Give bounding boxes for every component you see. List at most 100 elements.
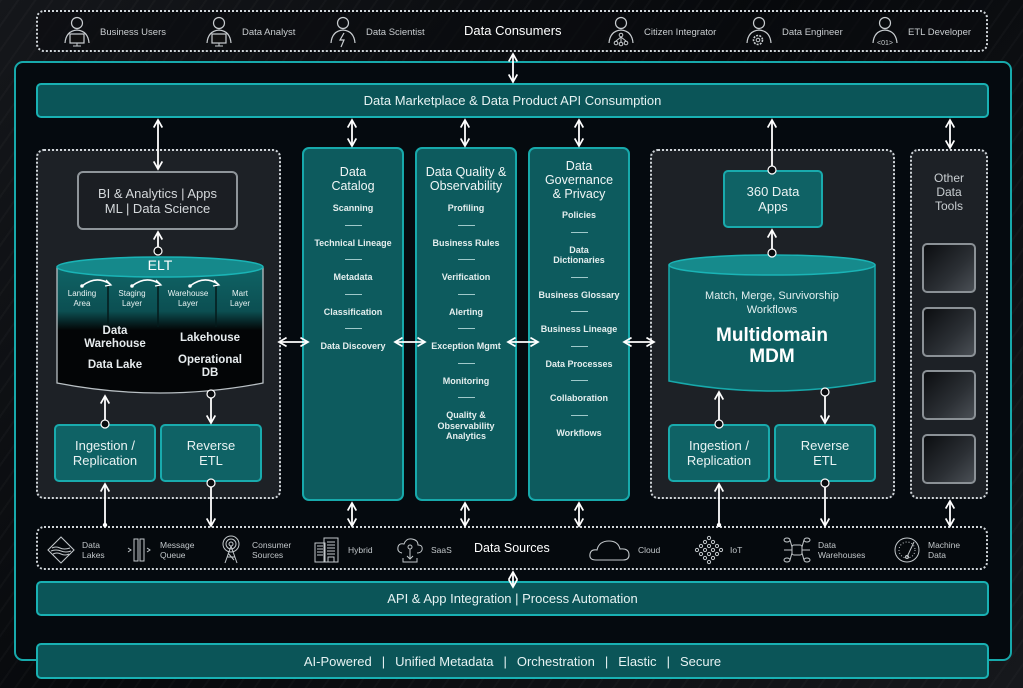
quality-item: Business Rules [432, 237, 500, 248]
ingestion-line2: Replication [72, 453, 138, 468]
source-label: IoT [730, 545, 743, 555]
separator [457, 397, 475, 398]
tool-tile[interactable] [922, 370, 976, 420]
separator [457, 259, 475, 260]
separator [570, 345, 588, 347]
ingestion-line1: Ingestion / [688, 438, 749, 453]
elt-cylinder-shape [56, 256, 264, 394]
tool-tile[interactable] [922, 243, 976, 293]
governance-item: Data Dictionaries [553, 244, 605, 266]
consumer-label: Data Engineer [782, 26, 843, 38]
iot-grid-icon [694, 535, 724, 565]
source-label: Cloud [638, 545, 661, 555]
reverse-etl-line2: ETL [199, 453, 223, 468]
consumer-label: Data Analyst [242, 26, 296, 38]
ingestion-line1: Ingestion / [74, 438, 135, 453]
api-integration-bar[interactable]: API & App Integration | Process Automati… [36, 581, 989, 616]
separator [457, 224, 475, 226]
data-consumers-strip: Business Users Data Analyst Data Scienti… [36, 10, 988, 52]
footer-separator: | [604, 653, 609, 669]
tool-tile[interactable] [922, 307, 976, 357]
footer-item: Unified Metadata [395, 653, 494, 669]
ingestion-replication-left[interactable]: Ingestion /Replication [54, 424, 156, 482]
separator [570, 311, 588, 312]
svg-text:<01>: <01> [877, 40, 893, 47]
consumers-title: Data Consumers [464, 23, 562, 38]
ingestion-replication-right[interactable]: Ingestion /Replication [668, 424, 770, 482]
separator [570, 414, 588, 416]
buildings-icon [314, 537, 339, 563]
consumer-label: Data Scientist [366, 26, 425, 38]
catalog-item: Metadata [333, 272, 373, 282]
person-gear-icon [746, 16, 772, 46]
separator [457, 293, 475, 295]
person-code-icon: <01> [872, 16, 898, 47]
tool-tile[interactable] [922, 434, 976, 484]
person-monitor-icon [206, 16, 232, 47]
store-lakehouse: Lakehouse [179, 332, 241, 344]
source-cloud[interactable]: Cloud [588, 535, 660, 565]
source-saas[interactable]: SaaS [395, 535, 452, 565]
data-quality-column[interactable]: Data Quality &Observability Profiling Bu… [415, 147, 517, 501]
consumer-data-engineer[interactable]: Data Engineer [744, 16, 843, 48]
consumer-etl-developer[interactable]: <01> ETL Developer [870, 16, 971, 48]
person-lightning-icon [330, 16, 356, 48]
quality-item: Monitoring [442, 375, 490, 386]
store-data-lake: Data Lake [87, 359, 143, 371]
footer-separator: | [503, 653, 507, 669]
separator [457, 362, 475, 364]
separator [457, 328, 475, 329]
consumer-data-analyst[interactable]: Data Analyst [204, 16, 295, 48]
consumer-business-users[interactable]: Business Users [62, 16, 166, 48]
quality-item: Exception Mgmt [431, 341, 501, 351]
separator [570, 231, 588, 233]
catalog-item: Technical Lineage [314, 237, 392, 248]
catalog-item: Classification [323, 306, 383, 317]
api-bar-label: API & App Integration | Process Automati… [387, 591, 638, 606]
data-marketplace-bar[interactable]: Data Marketplace & Data Product API Cons… [36, 83, 989, 118]
governance-item: Business Glossary [538, 289, 620, 300]
consumer-citizen-integrator[interactable]: Citizen Integrator [606, 16, 716, 48]
bi-line1: BI & Analytics | Apps [98, 185, 217, 201]
consumer-label: Citizen Integrator [644, 26, 717, 38]
separator [344, 259, 362, 260]
gauge-icon [894, 537, 920, 563]
catalog-item: Data Discovery [320, 341, 386, 351]
source-iot[interactable]: IoT [694, 535, 742, 565]
source-hybrid[interactable]: Hybrid [312, 535, 373, 565]
antenna-tower-icon [222, 535, 240, 564]
governance-item: Workflows [556, 427, 602, 438]
reverse-etl-line1: Reverse [186, 438, 236, 453]
apps-line2: Apps [758, 199, 788, 214]
quality-item: Quality & Observability Analytics [437, 410, 495, 441]
footer-item: AI-Powered [303, 653, 372, 669]
elt-title: ELT [147, 257, 173, 273]
column-title: Data Quality &Observability [425, 165, 507, 193]
consumer-data-scientist[interactable]: Data Scientist [328, 16, 425, 48]
footer-item: Secure [679, 653, 722, 669]
footer-separator: | [381, 653, 386, 669]
catalog-item: Scanning [332, 203, 374, 213]
